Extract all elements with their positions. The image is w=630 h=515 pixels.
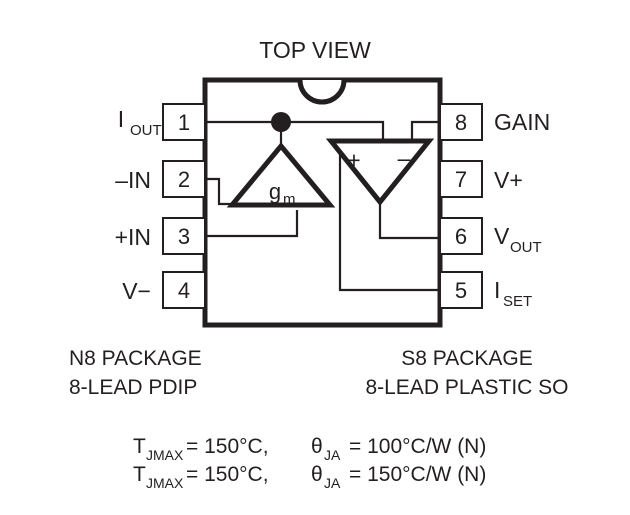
pin-label-6-sub: OUT	[510, 239, 542, 256]
thermal1-theta-value: = 100°C/W (N)	[349, 435, 486, 458]
pin-number-4: 4	[178, 278, 190, 303]
pin-box-7[interactable]	[439, 160, 483, 198]
left-pin-boxes	[162, 103, 206, 309]
pin-label-6-vout: V OUT	[494, 223, 542, 256]
thermal2-tjmax-sub: JMAX	[146, 475, 184, 491]
right-package-type: 8-LEAD PLASTIC SO	[365, 376, 568, 399]
pin-number-3: 3	[178, 224, 190, 249]
wire-opamp-output-to-pin6	[378, 202, 440, 240]
left-package-type: 8-LEAD PDIP	[69, 376, 197, 399]
transconductance-amplifier-symbol	[226, 142, 336, 208]
gm-label-sub: m	[283, 191, 296, 208]
pin-number-5: 5	[455, 278, 467, 303]
thermal1-tjmax-value: = 150°C,	[186, 435, 269, 458]
pin-number-8: 8	[455, 110, 467, 135]
opamp-minus-input-sign: –	[398, 145, 411, 171]
pin-label-3-plus-in: +IN	[115, 224, 151, 250]
thermal1-tjmax-symbol: T	[133, 435, 146, 458]
pin-box-2[interactable]	[162, 160, 206, 198]
pin-label-8-gain: GAIN	[494, 109, 550, 135]
operational-amplifier-symbol	[325, 138, 435, 206]
pin-box-4[interactable]	[162, 271, 206, 309]
pin-label-1-iout: I OUT	[118, 106, 162, 139]
page-title: TOP VIEW	[259, 37, 371, 63]
pin-label-5-sub: SET	[503, 293, 532, 310]
thermal2-theta-value: = 150°C/W (N)	[349, 463, 486, 486]
pin-number-2: 2	[178, 167, 190, 192]
thermal2-theta-sub: JA	[324, 475, 341, 491]
pin-label-2-minus-in: –IN	[115, 167, 151, 193]
wire-junction-to-opamp-minus	[281, 120, 385, 141]
opamp-plus-input-sign: +	[347, 147, 360, 173]
wire-pin5-to-opamp-plus	[338, 141, 440, 292]
pin-label-5-main: I	[494, 277, 500, 303]
wire-pin3-to-gm-input-plus	[205, 210, 299, 238]
thermal-spec-line-1: T JMAX = 150°C, θ JA = 100°C/W (N)	[133, 435, 486, 463]
gm-label-main: g	[269, 179, 281, 204]
pin-label-1-main: I	[118, 106, 124, 132]
pin-box-6[interactable]	[439, 217, 483, 255]
pin-label-7-vplus: V+	[494, 167, 523, 193]
wire-pin8-to-opamp-top-right	[410, 120, 440, 141]
right-package-name: S8 PACKAGE	[401, 347, 533, 370]
pin-number-7: 7	[455, 167, 467, 192]
thermal-spec-line-2: T JMAX = 150°C, θ JA = 150°C/W (N)	[133, 463, 486, 491]
thermal1-tjmax-sub: JMAX	[146, 447, 184, 463]
pin-label-6-main: V	[494, 223, 510, 249]
pin-number-1: 1	[178, 110, 190, 135]
thermal2-tjmax-value: = 150°C,	[186, 463, 269, 486]
pin-box-1[interactable]	[162, 103, 206, 141]
semicircle-notch-icon	[297, 79, 347, 105]
thermal2-tjmax-symbol: T	[133, 463, 146, 486]
pin-label-1-sub: OUT	[130, 122, 162, 139]
pin-number-6: 6	[455, 224, 467, 249]
thermal1-theta-sub: JA	[324, 447, 341, 463]
thermal1-theta-symbol: θ	[311, 435, 323, 458]
left-package-name: N8 PACKAGE	[69, 347, 202, 370]
pin-label-5-iset: I SET	[494, 277, 532, 310]
thermal2-theta-symbol: θ	[311, 463, 323, 486]
junction-dot	[271, 112, 291, 132]
pin-label-4-vminus: V−	[122, 278, 151, 304]
